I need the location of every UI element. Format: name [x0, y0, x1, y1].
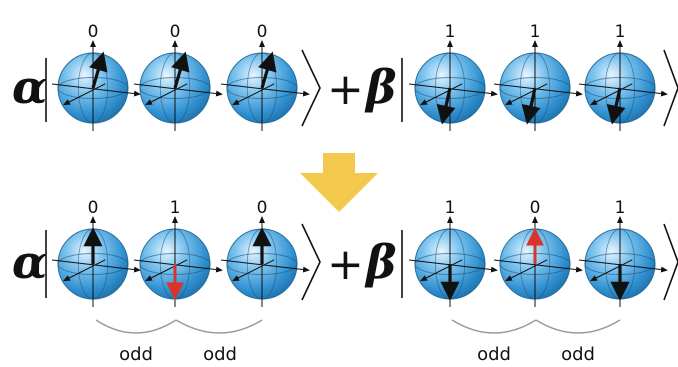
parity-label: odd [203, 344, 237, 365]
ket-close-angle [663, 49, 678, 127]
state-arrow [89, 51, 108, 89]
alpha-ket-spheres: 0 0 0 [51, 22, 310, 131]
x-axis [420, 259, 463, 282]
x-axis [63, 83, 106, 106]
qubit-label: 1 [615, 198, 626, 218]
bloch-sphere: 1 [578, 22, 668, 131]
bottom-row: α 0 1 0 + β 1 0 1 odd odd odd odd [12, 198, 678, 365]
state-arrow [171, 51, 190, 89]
bloch-sphere: 1 [408, 198, 498, 307]
bloch-sphere: 0 [51, 198, 141, 307]
alpha-coefficient: α [12, 60, 47, 114]
ket-close-angle [301, 49, 321, 127]
x-axis [145, 83, 188, 106]
down-arrow-icon [300, 153, 378, 212]
qubit-label: 1 [445, 22, 456, 42]
parity-arc [451, 319, 537, 334]
x-axis [145, 259, 188, 282]
qubit-label: 1 [445, 198, 456, 218]
state-arrow [521, 87, 541, 125]
parity-brackets-beta: odd odd [451, 319, 621, 365]
x-axis [420, 83, 463, 106]
bloch-sphere: 0 [220, 22, 310, 131]
parity-label: odd [119, 344, 153, 365]
qubit-label: 0 [530, 198, 541, 218]
bloch-sphere: 0 [493, 198, 583, 307]
parity-arc [95, 319, 177, 334]
beta-ket-spheres: 1 1 1 [408, 22, 668, 131]
state-arrow [436, 87, 456, 125]
bloch-sphere: 1 [408, 22, 498, 131]
parity-arc [535, 319, 621, 334]
x-axis [232, 83, 275, 106]
state-arrow [258, 51, 277, 89]
x-axis [505, 259, 548, 282]
qubit-label: 0 [88, 22, 99, 42]
qubit-label: 1 [530, 22, 541, 42]
qubit-label: 0 [88, 198, 99, 218]
parity-label: odd [477, 344, 511, 365]
alpha-coefficient: α [12, 235, 47, 289]
beta-ket-spheres: 1 0 1 [408, 198, 668, 307]
parity-brackets-alpha: odd odd [95, 319, 263, 365]
qubit-label: 0 [257, 198, 268, 218]
state-arrow [606, 87, 626, 125]
plus-sign: + [327, 239, 364, 290]
qubit-label: 1 [170, 198, 181, 218]
top-row: α 0 0 0 + β 1 1 1 [12, 22, 678, 131]
alpha-ket-spheres: 0 1 0 [51, 198, 310, 307]
qubit-label: 1 [615, 22, 626, 42]
x-axis [590, 83, 633, 106]
ket-close-angle [663, 223, 678, 301]
parity-label: odd [561, 344, 595, 365]
x-axis [505, 83, 548, 106]
bloch-sphere: 1 [578, 198, 668, 307]
bloch-sphere: 0 [133, 22, 223, 131]
x-axis [590, 259, 633, 282]
ket-close-angle [301, 223, 321, 301]
parity-arc [175, 319, 263, 334]
beta-coefficient: β [364, 235, 397, 289]
bloch-sphere: 0 [220, 198, 310, 307]
bloch-sphere: 0 [51, 22, 141, 131]
x-axis [63, 259, 106, 282]
bloch-sphere: 1 [133, 198, 223, 307]
x-axis [232, 259, 275, 282]
bloch-sphere: 1 [493, 22, 583, 131]
qubit-label: 0 [170, 22, 181, 42]
qubit-label: 0 [257, 22, 268, 42]
plus-sign: + [327, 64, 364, 115]
beta-coefficient: β [364, 60, 397, 114]
